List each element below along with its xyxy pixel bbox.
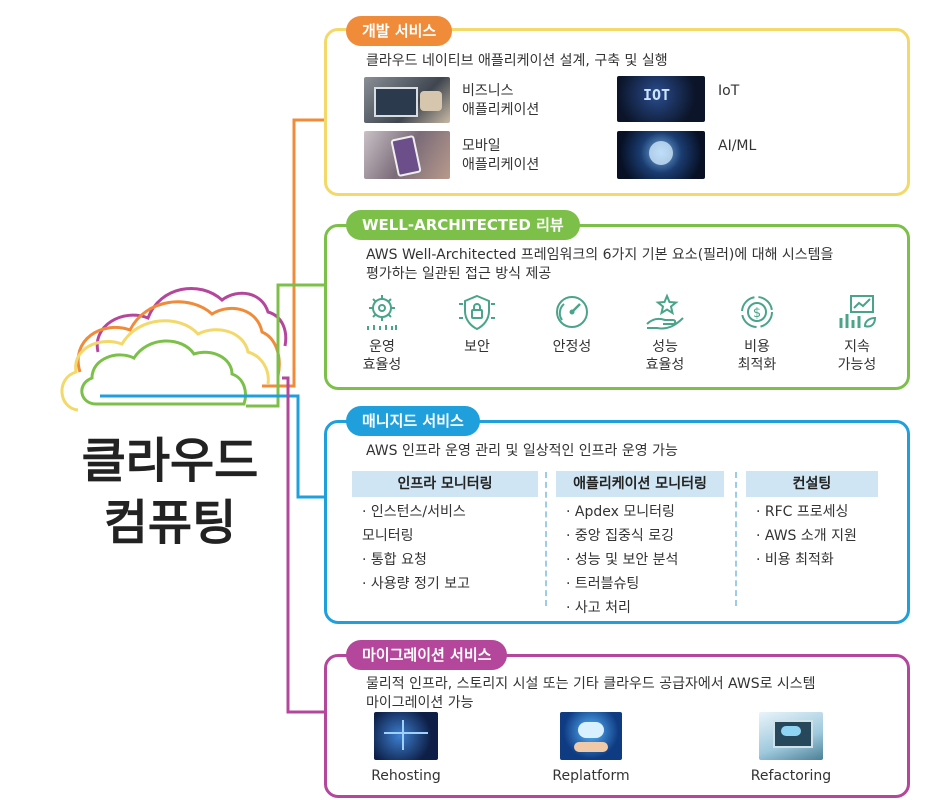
business-app-photo [364,77,450,123]
list-item: · 사고 처리 [566,600,631,616]
migration-services-desc-line2: 마이그레이션 가능 [366,695,474,711]
list-item: · 중앙 집중식 로깅 [566,528,674,544]
pillar-label: 운영 효율성 [362,339,402,373]
ai-ml-label: AI/ML [718,138,757,154]
connector-dev [262,118,324,388]
managed-services-tag: 매니지드 서비스 [346,406,480,436]
main-title: 클라우드 컴퓨팅 [40,430,300,554]
replatform-photo [560,712,622,760]
mobile-app-photo [364,131,450,179]
iot-photo: IOT [617,76,705,122]
iot-photo-text: IOT [643,86,671,104]
managed-services-panel [324,420,910,624]
pillar-security: 보안 [432,292,522,356]
replatform-label: Replatform [552,768,630,784]
well-architected-tag: WELL-ARCHITECTED 리뷰 [346,210,580,240]
rehosting-label: Rehosting [371,768,441,784]
managed-services-desc: AWS 인프라 운영 관리 및 일상적인 인프라 운영 가능 [366,443,678,459]
list-item: · 통합 요청 [362,552,427,568]
column-header-infra-monitoring: 인프라 모니터링 [352,471,538,497]
hand-star-icon [646,293,684,330]
well-architected-panel [324,224,910,390]
refactoring-label: Refactoring [750,768,832,784]
cloud-outline-orange [76,300,281,377]
pillar-label: 성능 효율성 [645,339,685,373]
column-header-app-monitoring: 애플리케이션 모니터링 [556,471,724,497]
cloud-outline-green [80,339,247,406]
pillar-reliability: 안정성 [527,292,617,356]
app-monitoring-list: · Apdex 모니터링 · 중앙 집중식 로깅 · 성능 및 보안 분석 · … [566,500,678,620]
list-item: · AWS 소개 지원 [756,528,857,544]
migration-services-tag: 마이그레이션 서비스 [346,640,508,670]
list-item: · 트러블슈팅 [566,576,640,592]
list-item: · Apdex 모니터링 [566,504,675,520]
column-divider-1 [545,472,547,606]
main-title-line2: 컴퓨팅 [103,495,237,551]
svg-text:$: $ [753,306,761,321]
cloud-outline-purple [95,286,288,353]
connector-migration [282,376,324,714]
speedometer-icon [556,296,588,328]
list-item: · RFC 프로세싱 [756,504,849,520]
pillar-label: 안정성 [552,339,592,355]
pillar-label: 지속 가능성 [837,339,877,373]
migration-services-desc-line1: 물리적 인프라, 스토리지 시설 또는 기타 클라우드 공급자에서 AWS로 시… [366,676,816,692]
shield-lock-icon [459,294,495,331]
pillar-operational-excellence: 운영 효율성 [337,292,427,374]
infra-monitoring-list: · 인스턴스/서비스 모니터링 · 통합 요청 · 사용량 정기 보고 [362,500,470,596]
list-item: · 성능 및 보안 분석 [566,552,679,568]
consulting-list: · RFC 프로세싱 · AWS 소개 지원 · 비용 최적화 [756,500,857,572]
migration-item-refactoring: Refactoring [726,712,856,784]
list-item: · 비용 최적화 [756,552,834,568]
dev-services-desc: 클라우드 네이티브 애플리케이션 설계, 구축 및 실행 [366,53,668,69]
migration-item-rehosting: Rehosting [341,712,471,784]
column-divider-2 [735,472,737,606]
list-item: · 사용량 정기 보고 [362,576,470,592]
pillar-cost-optimization: $ 비용 최적화 [712,292,802,374]
pillar-performance-efficiency: 성능 효율성 [620,292,710,374]
sustainability-chart-icon [839,295,877,328]
iot-label: IoT [718,83,740,99]
pillar-sustainability: 지속 가능성 [812,292,902,374]
gear-people-icon [367,295,397,330]
column-header-consulting: 컨설팅 [746,471,878,497]
business-app-label: 비즈니스 애플리케이션 [462,83,540,118]
ai-ml-photo [617,131,705,179]
well-architected-desc-line1: AWS Well-Architected 프레임워크의 6가지 기본 요소(필러… [366,247,834,263]
rehosting-photo [374,712,438,760]
list-item: · 인스턴스/서비스 모니터링 [362,504,466,544]
migration-item-replatform: Replatform [526,712,656,784]
well-architected-desc-line2: 평가하는 일관된 접근 방식 제공 [366,266,552,282]
dev-services-tag: 개발 서비스 [346,16,453,46]
connector-well [246,283,324,408]
pillar-label: 보안 [464,339,490,355]
pillar-label: 비용 최적화 [737,339,777,373]
cloud-outline-yellow [60,319,270,412]
refactoring-photo [759,712,823,760]
dollar-cycle-icon: $ [741,296,773,328]
connector-managed [232,394,324,499]
main-title-line1: 클라우드 [81,433,259,489]
mobile-app-label: 모바일 애플리케이션 [462,138,540,173]
